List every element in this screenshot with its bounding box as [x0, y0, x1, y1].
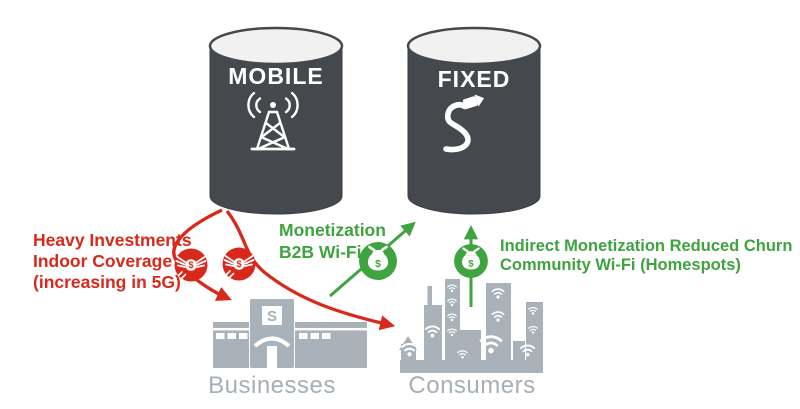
mobile-investments-annotation: Heavy Investments Indoor Coverage (incre…: [33, 230, 192, 293]
svg-text:$: $: [188, 260, 193, 270]
fixed-cylinder: [406, 26, 542, 215]
businesses-label: Businesses: [208, 372, 336, 399]
business-building-icon: S: [213, 299, 367, 368]
annotation-line: Heavy Investments: [33, 230, 192, 250]
cell-tower-icon: [247, 91, 299, 151]
money-with-wings-icon: $: [222, 247, 256, 281]
annotation-line: Monetization: [279, 220, 386, 240]
annotation-line: Indirect Monetization Reduced Churn: [500, 237, 793, 255]
money-with-wings-icon: $: [174, 248, 208, 282]
fixed-cylinder-label: FIXED: [437, 66, 511, 92]
money-bag-icon: $: [359, 242, 397, 280]
mobile-cylinder: [208, 26, 344, 215]
svg-text:$: $: [236, 259, 241, 269]
consumers-label: Consumers: [408, 372, 536, 399]
annotation-line: Community Wi-Fi (Homespots): [500, 256, 741, 274]
mobile-cylinder-label: MOBILE: [228, 63, 324, 89]
city-skyline-wifi-icon: [399, 279, 543, 373]
svg-text:$: $: [375, 258, 381, 270]
b2b-monetization-annotation: Monetization B2B Wi-Fi: [279, 219, 386, 263]
community-monetization-annotation: Indirect Monetization Reduced Churn Comm…: [500, 237, 792, 275]
svg-text:$: $: [468, 258, 474, 268]
ethernet-cable-icon: [443, 94, 485, 153]
money-bag-icon: $: [454, 244, 488, 278]
annotation-line: B2B Wi-Fi: [279, 242, 362, 262]
arrow-mobile-to-consumers: [225, 209, 396, 331]
annotation-line: (increasing in 5G): [33, 272, 181, 292]
annotation-line: Indoor Coverage: [33, 251, 173, 271]
business-sign-letter: S: [267, 308, 277, 325]
